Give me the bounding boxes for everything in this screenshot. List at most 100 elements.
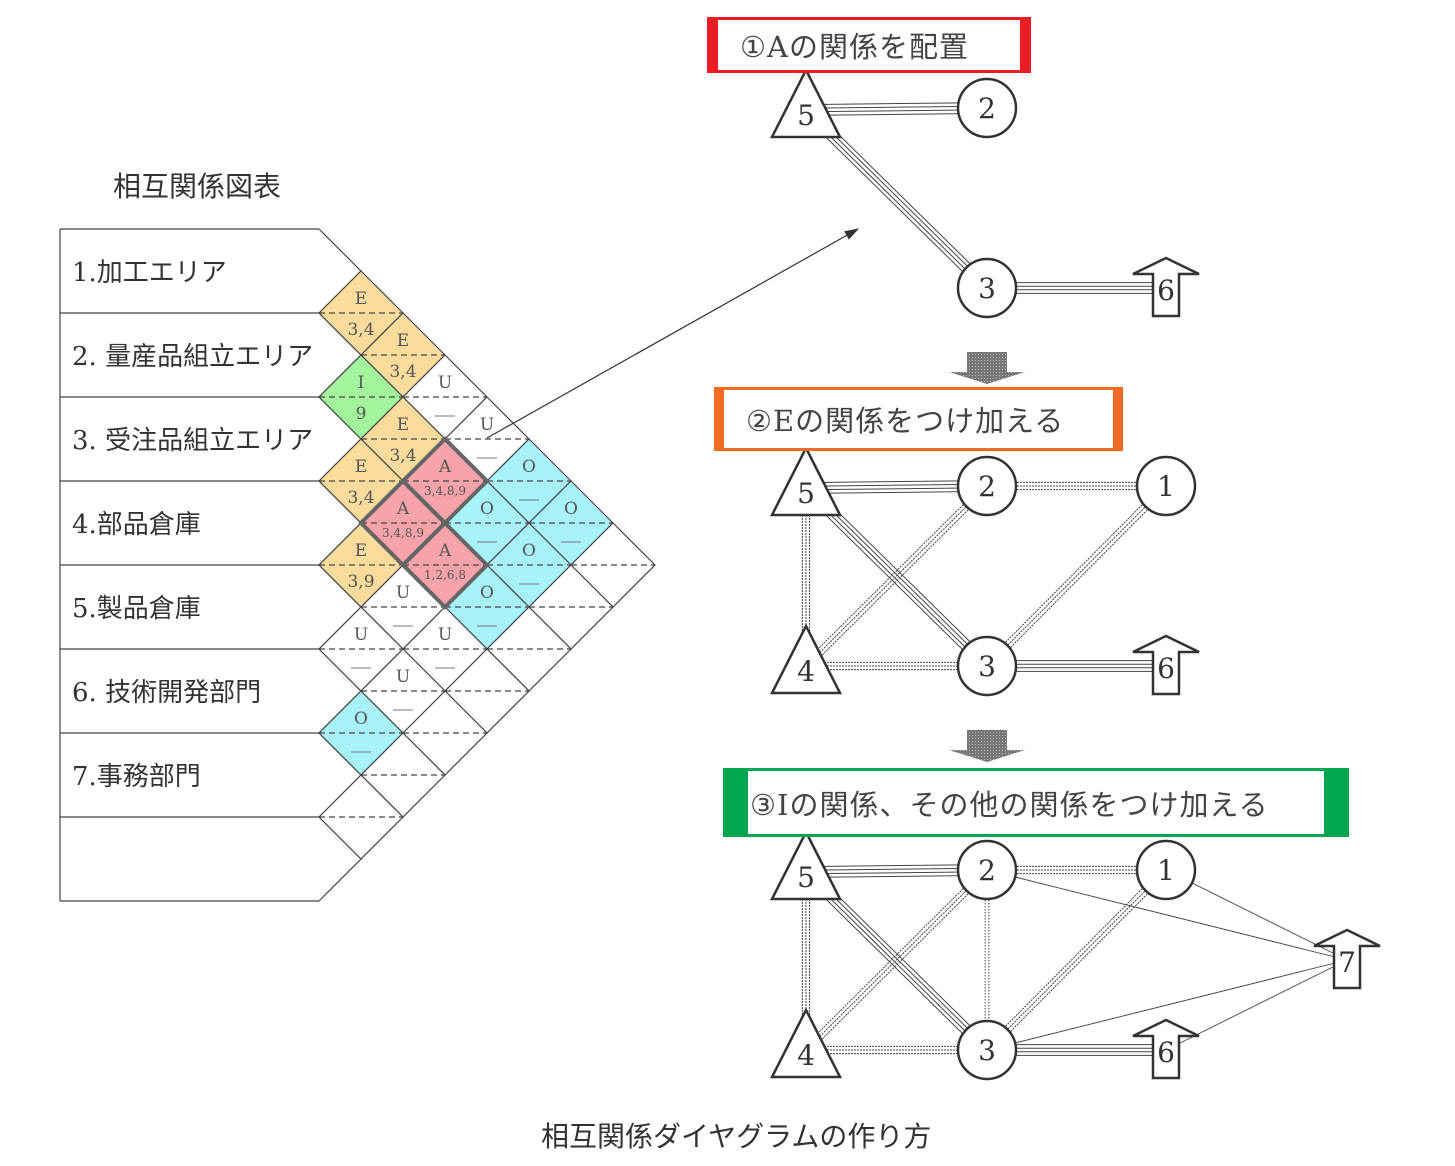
node-label: 3 — [978, 650, 996, 683]
item-label: 2. 量産品組立エリア — [72, 342, 313, 372]
step-1-header: ①Aの関係を配置 — [707, 17, 1031, 73]
triangle-node-icon — [769, 445, 843, 517]
node-label: 5 — [797, 477, 815, 510]
circle-node-icon — [956, 77, 1018, 139]
circle-node-icon — [956, 635, 1018, 697]
node-5-triangle: 5 — [769, 445, 843, 517]
edge-line — [808, 488, 990, 669]
reason-code: 3,4 — [347, 488, 374, 508]
relationship-code: I — [358, 373, 365, 393]
edge-line — [806, 490, 988, 494]
node-6-arrow: 6 — [1132, 634, 1200, 696]
node-label: 6 — [1157, 274, 1175, 307]
edge-1-3-E — [984, 483, 1169, 669]
node-3-circle: 3 — [956, 257, 1018, 319]
item-label: 1.加工エリア — [72, 258, 227, 288]
cell-highlight-border — [400, 520, 490, 610]
edge-line — [806, 108, 989, 288]
relationship-code: O — [522, 457, 536, 477]
down-arrow-icon — [949, 352, 1025, 384]
edge-line — [801, 491, 984, 671]
edge-line — [806, 486, 989, 666]
edge-line — [805, 480, 987, 484]
circle-node-icon — [1135, 455, 1197, 517]
edge-line — [984, 867, 1164, 1048]
step-3-header: ③Iの関係、その他の関係をつけ加える — [723, 768, 1349, 837]
edge-line — [989, 488, 1169, 669]
reason-code: 3,4,8,9 — [382, 526, 424, 540]
reason-code: 9 — [356, 404, 367, 424]
node-7-arrow: 7 — [1313, 928, 1381, 990]
relationship-code: E — [355, 541, 367, 561]
item-label: 7.事務部門 — [72, 762, 201, 792]
edge-3-7-O — [986, 959, 1348, 1051]
relationship-code: E — [355, 457, 367, 477]
circle-node-icon — [956, 257, 1018, 319]
edge-line — [804, 110, 987, 290]
node-label: 2 — [978, 854, 996, 887]
relationship-code: O — [480, 499, 494, 519]
item-label: 4.部品倉庫 — [72, 510, 201, 540]
edge-line — [801, 113, 984, 293]
relationship-code: U — [480, 415, 494, 435]
node-2-circle: 2 — [956, 839, 1018, 901]
reason-code: 3,4 — [389, 362, 416, 382]
edge-line — [989, 872, 1169, 1053]
reason-code: 3,9 — [347, 572, 374, 592]
reason-code: 3,4,8,9 — [424, 484, 466, 498]
up-arrow-node-icon — [1132, 634, 1200, 696]
item-label: 6. 技術開発部門 — [72, 678, 261, 708]
node-1-circle: 1 — [1135, 839, 1197, 901]
relationship-code: U — [396, 583, 410, 603]
chart-title: 相互関係図表 — [113, 170, 281, 203]
relationship-code: O — [522, 541, 536, 561]
node-label: 6 — [1157, 1036, 1175, 1069]
edge-line — [986, 959, 1348, 1051]
circle-node-icon — [956, 1019, 1018, 1081]
edge-line — [803, 483, 985, 664]
relationship-code: U — [396, 667, 410, 687]
edge-2-4-E — [803, 483, 990, 669]
edge-line — [803, 867, 985, 1048]
node-label: 3 — [978, 272, 996, 305]
step-2-header: ②Eの関係をつけ加える — [714, 387, 1123, 451]
node-2-circle: 2 — [956, 77, 1018, 139]
node-label: 6 — [1157, 652, 1175, 685]
relationship-code: E — [397, 331, 409, 351]
node-label: 1 — [1157, 854, 1175, 887]
edges — [801, 864, 1348, 1056]
node-5-triangle: 5 — [769, 67, 843, 139]
edge-line — [986, 869, 1167, 1051]
up-arrow-node-icon — [1313, 928, 1381, 990]
relationship-code: U — [438, 625, 452, 645]
diagram-step-1: 5 2 3 6 — [769, 67, 1200, 319]
node-2-circle: 2 — [956, 455, 1018, 517]
edge-2-7-O — [986, 869, 1348, 961]
node-6-arrow: 6 — [1132, 256, 1200, 318]
edge-line — [804, 488, 987, 668]
circle-node-icon — [956, 455, 1018, 517]
relationship-code: E — [355, 289, 367, 309]
circle-node-icon — [1135, 839, 1197, 901]
node-label: 4 — [797, 655, 815, 688]
edge-line — [986, 485, 1167, 667]
triangle-node-icon — [769, 623, 843, 695]
node-label: 5 — [797, 861, 815, 894]
figure-caption: 相互関係ダイヤグラムの作り方 — [541, 1120, 931, 1153]
edge-1-3-E — [984, 867, 1169, 1053]
relationship-code: O — [564, 499, 578, 519]
edge-line — [806, 112, 988, 116]
node-label: 2 — [978, 470, 996, 503]
edge-line — [805, 485, 988, 667]
relationship-code: O — [354, 709, 368, 729]
edge-line — [808, 872, 990, 1053]
triangle-node-icon — [769, 67, 843, 139]
edge-line — [806, 874, 988, 878]
relationship-code: O — [480, 583, 494, 603]
node-4-triangle: 4 — [769, 1007, 843, 1079]
item-label: 5.製品倉庫 — [72, 594, 201, 624]
relationship-code: E — [397, 415, 409, 435]
